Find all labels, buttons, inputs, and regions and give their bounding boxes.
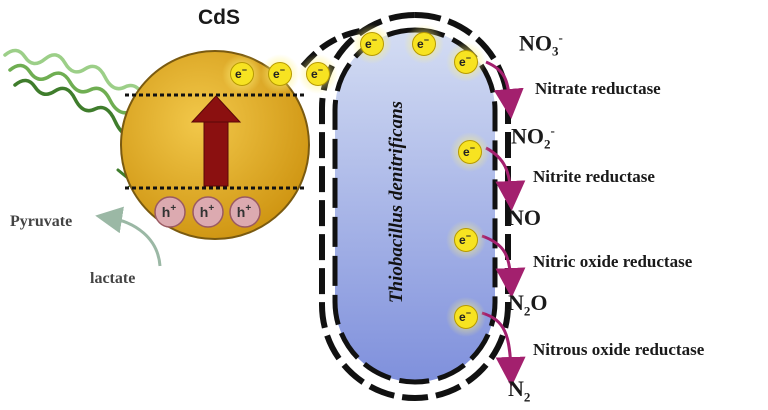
species-nitrous-oxide-sub: 2 [523,303,531,319]
species-nitrate: NO3- [519,30,563,60]
electron-label: e− [273,65,285,81]
species-nitric-oxide: NO [508,205,541,231]
species-nitrogen-sub: 2 [523,389,531,405]
electron-icon: e− [222,54,262,94]
electron-icon: e− [298,54,338,94]
electron-icon: e− [446,220,486,260]
electron-label: e− [365,35,377,51]
electrons-group: e− e− e− e− e− e− e− e− e− [222,24,490,337]
electron-label: e− [459,308,471,324]
electron-icon: e− [446,42,486,82]
electron-icon: e− [260,54,300,94]
species-nitrite-base: NO [511,123,544,149]
pathway-arrows [481,60,526,387]
hole-icon: h+ [154,196,186,228]
electron-icon: e− [450,132,490,172]
hole-icon: h+ [192,196,224,228]
species-nitrous-oxide-tail: O [530,290,548,315]
electron-icon: e− [404,24,444,64]
hole-icon: h+ [229,196,261,228]
lactate-label: lactate [90,270,136,287]
hole-label: h+ [162,203,177,220]
pathway-arrow-2 [485,146,526,211]
enzyme-nitrate-reductase: Nitrate reductase [535,79,661,98]
species-nitrate-base: NO [519,30,552,56]
electron-icon: e− [352,24,392,64]
electron-icon: e− [446,297,486,337]
species-nitrate-sup: - [558,30,563,45]
electron-label: e− [459,231,471,247]
excitation-arrow-icon [190,95,242,187]
hole-label: h+ [237,203,252,220]
species-nitrogen-base: N [508,376,524,401]
bacterium-label: Thiobacillus denitrificans [386,100,407,304]
species-nitrous-oxide-base: N [508,290,524,315]
species-nitrite: NO2- [511,123,555,153]
species-nitric-oxide-base: NO [508,205,541,230]
species-nitrous-oxide: N2O [508,290,548,319]
species-nitrite-sub: 2 [544,136,551,152]
cds-label: CdS [198,6,240,29]
pathway-arrow-3 [481,234,526,298]
enzyme-nitric-oxide-reductase: Nitric oxide reductase [533,252,693,271]
species-nitrite-sup: - [550,123,555,138]
electron-label: e− [459,53,471,69]
pathway-arrow-1 [485,60,524,119]
enzyme-nitrite-reductase: Nitrite reductase [533,167,655,186]
holes-group: h+ h+ h+ [154,196,261,228]
enzyme-nitrous-oxide-reductase: Nitrous oxide reductase [533,340,705,359]
electron-label: e− [235,65,247,81]
pyruvate-label: Pyruvate [10,213,73,230]
pathway-arrow-4 [481,311,526,387]
species-nitrogen: N2 [508,376,530,405]
hole-label: h+ [200,203,215,220]
lactate-to-pyruvate-arrow-icon [95,206,162,267]
electron-label: e− [417,35,429,51]
electron-label: e− [311,65,323,81]
cds-particle [120,50,310,240]
electron-label: e− [463,143,475,159]
species-nitrate-sub: 3 [552,43,559,59]
